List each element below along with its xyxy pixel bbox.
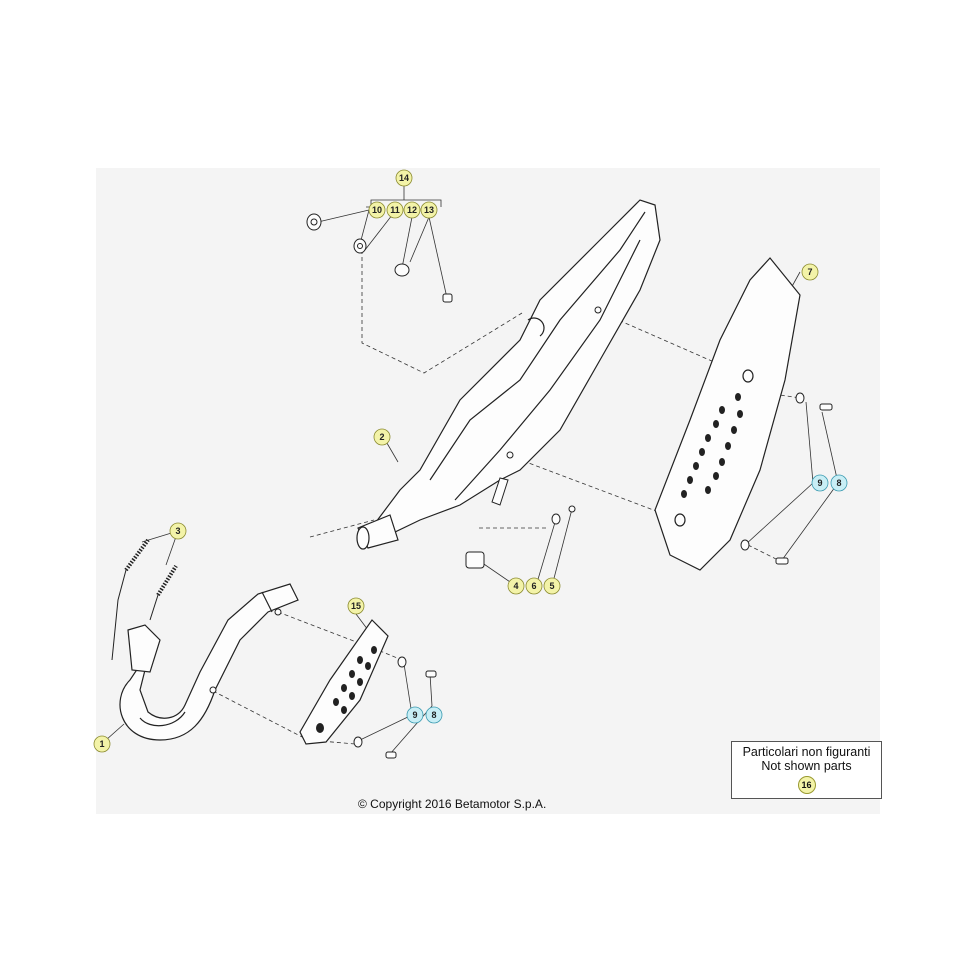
svg-text:11: 11 bbox=[390, 205, 400, 215]
copyright-text: © Copyright 2016 Betamotor S.p.A. bbox=[358, 797, 547, 811]
svg-text:14: 14 bbox=[399, 173, 409, 183]
leader-lines bbox=[105, 186, 839, 755]
heat-shield-large bbox=[654, 257, 801, 571]
svg-text:1: 1 bbox=[99, 739, 104, 749]
svg-text:7: 7 bbox=[807, 267, 812, 277]
svg-text:8: 8 bbox=[836, 478, 841, 488]
legend-line-english: Not shown parts bbox=[761, 759, 852, 773]
silencer-body bbox=[368, 199, 661, 533]
svg-text:9: 9 bbox=[412, 710, 417, 720]
svg-text:4: 4 bbox=[513, 581, 518, 591]
callouts: 14 10 11 12 13 7 2 3 4 6 5 15 1 9 8 9 8 bbox=[93, 169, 848, 753]
callout-10: 10 bbox=[368, 201, 386, 219]
callout-6: 6 bbox=[525, 577, 543, 595]
callout-7: 7 bbox=[801, 263, 819, 281]
svg-text:8: 8 bbox=[431, 710, 436, 720]
callout-14: 14 bbox=[395, 169, 413, 187]
callout-8-lower: 8 bbox=[425, 706, 443, 724]
callout-11: 11 bbox=[386, 201, 404, 219]
svg-text:12: 12 bbox=[407, 205, 417, 215]
callout-9-upper: 9 bbox=[811, 474, 829, 492]
callout-3: 3 bbox=[169, 522, 187, 540]
callout-13: 13 bbox=[420, 201, 438, 219]
svg-text:10: 10 bbox=[372, 205, 382, 215]
small-shield-holes bbox=[316, 646, 377, 733]
springs bbox=[111, 538, 178, 661]
callout-9-lower: 9 bbox=[406, 706, 424, 724]
legend-line-italian: Particolari non figuranti bbox=[742, 745, 871, 759]
callout-5: 5 bbox=[543, 577, 561, 595]
callout-2: 2 bbox=[373, 428, 391, 446]
svg-text:15: 15 bbox=[351, 601, 361, 611]
callout-8-upper: 8 bbox=[830, 474, 848, 492]
svg-text:3: 3 bbox=[175, 526, 180, 536]
not-shown-parts-legend: Particolari non figuranti Not shown part… bbox=[731, 741, 882, 799]
svg-text:9: 9 bbox=[817, 478, 822, 488]
heat-shield-holes bbox=[681, 393, 743, 498]
callout-4: 4 bbox=[507, 577, 525, 595]
callout-12: 12 bbox=[403, 201, 421, 219]
header-pipe bbox=[119, 583, 299, 741]
silencer-inlet bbox=[356, 514, 399, 550]
callout-15: 15 bbox=[347, 597, 365, 615]
callout-16: 16 bbox=[797, 776, 816, 794]
heat-shield-small bbox=[299, 619, 389, 745]
silencer-bracket bbox=[491, 477, 509, 506]
fasteners bbox=[209, 213, 833, 759]
svg-text:6: 6 bbox=[531, 581, 536, 591]
svg-text:13: 13 bbox=[424, 205, 434, 215]
svg-text:2: 2 bbox=[379, 432, 384, 442]
callout-1: 1 bbox=[93, 735, 111, 753]
svg-text:5: 5 bbox=[549, 581, 554, 591]
